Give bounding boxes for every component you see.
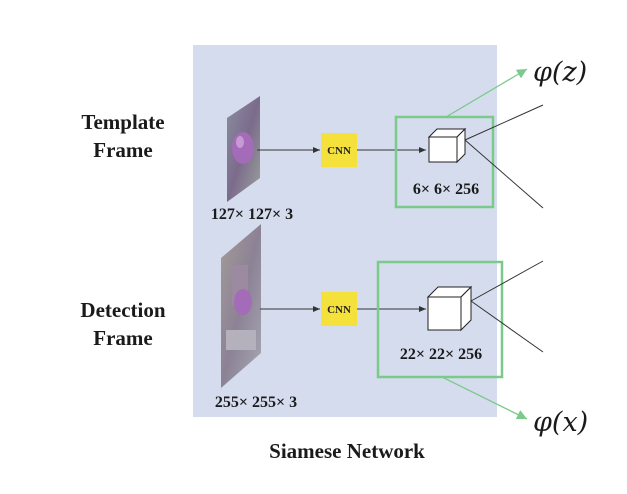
- detection-output-label: φ(x): [533, 407, 588, 438]
- detection-cnn-label: CNN: [327, 304, 351, 316]
- diagram-caption: Siamese Network: [269, 439, 425, 463]
- detection-out-line-lower: [470, 300, 544, 353]
- template-image: [227, 96, 260, 202]
- detection-output-arrow: [441, 376, 528, 420]
- template-cnn-label: CNN: [327, 145, 351, 157]
- template-feature-highlight: [394, 115, 495, 209]
- template-feature-cube: [427, 127, 467, 164]
- detection-feature-highlight: [376, 260, 504, 379]
- template-input-dims: 127× 127× 3: [211, 206, 293, 223]
- template-label-line1: Template: [81, 110, 164, 134]
- detection-input-dims: 255× 255× 3: [215, 394, 297, 411]
- detection-image: [221, 224, 261, 388]
- template-output-label: φ(z): [533, 57, 587, 88]
- detection-out-line-upper: [470, 260, 544, 302]
- detection-label-line1: Detection: [80, 298, 165, 322]
- template-cnn-box: CNN: [321, 133, 357, 167]
- detection-cnn-box: CNN: [321, 292, 357, 326]
- template-feature-dims: 6× 6× 256: [413, 181, 479, 198]
- template-output-arrow: [445, 68, 528, 118]
- template-label-line2: Frame: [93, 138, 152, 162]
- detection-feature-cube: [426, 285, 473, 332]
- detection-feature-dims: 22× 22× 256: [400, 346, 482, 363]
- template-out-line-lower: [464, 139, 544, 209]
- detection-label-line2: Frame: [93, 326, 152, 350]
- template-out-line-upper: [464, 104, 544, 141]
